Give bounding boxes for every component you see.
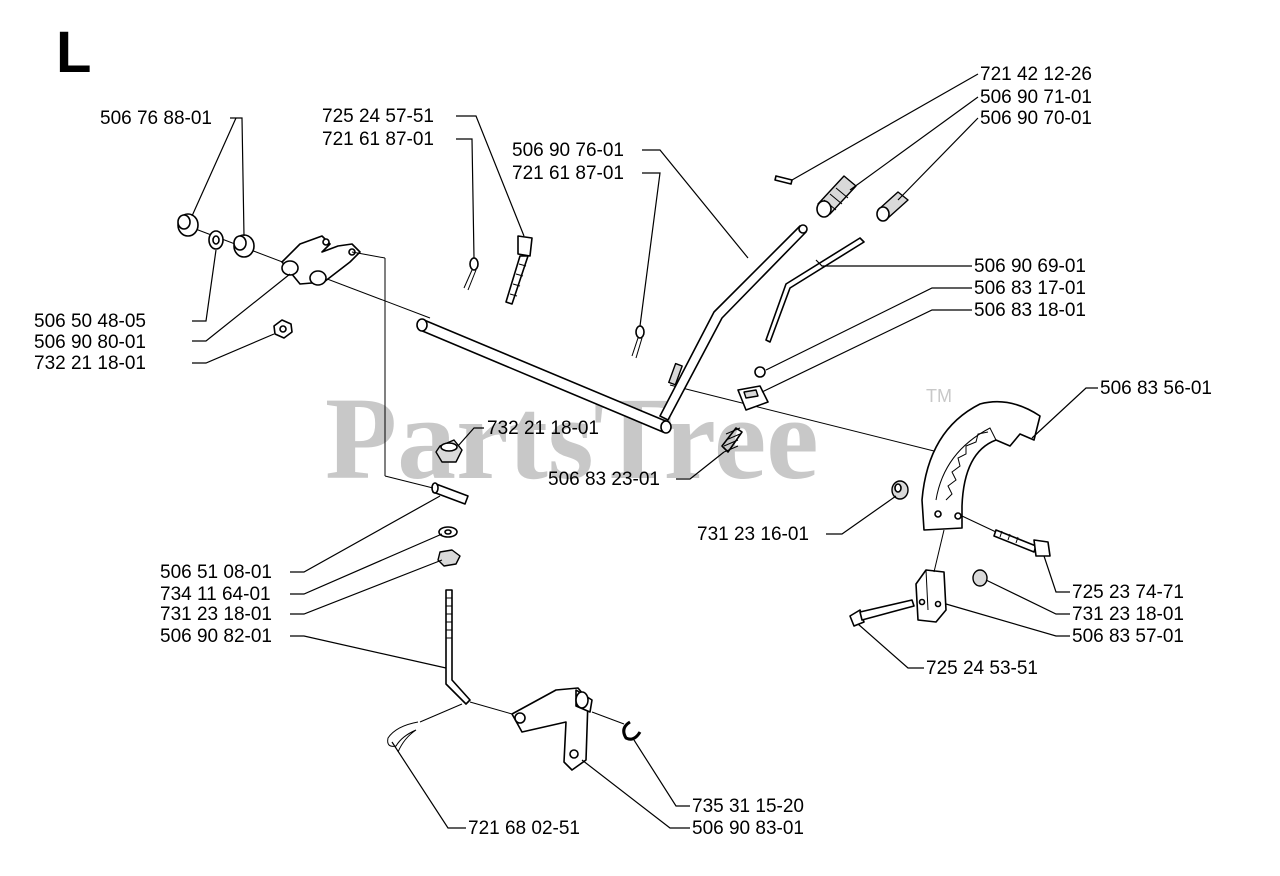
bushing-part bbox=[233, 234, 255, 258]
clamp-block-part bbox=[915, 569, 947, 623]
part-label[interactable]: 725 24 57-51 bbox=[322, 106, 434, 127]
parts-drawing bbox=[177, 175, 1051, 771]
lever-arm-part bbox=[511, 687, 593, 771]
bolt-part bbox=[505, 235, 533, 305]
watermark-text: PartsTree bbox=[325, 373, 819, 504]
part-label[interactable]: 506 50 48-05 bbox=[34, 311, 146, 332]
part-label[interactable]: 731 23 16-01 bbox=[697, 524, 809, 545]
leader-lines bbox=[191, 73, 1098, 829]
washer-part bbox=[438, 526, 458, 538]
part-label[interactable]: 725 24 53-51 bbox=[926, 658, 1038, 679]
lever-rod-part bbox=[765, 237, 865, 343]
bushing-part bbox=[177, 213, 199, 237]
part-label[interactable]: 721 68 02-51 bbox=[468, 818, 580, 839]
part-label[interactable]: 721 42 12-26 bbox=[980, 64, 1092, 85]
part-label[interactable]: 506 90 76-01 bbox=[512, 140, 624, 161]
part-label[interactable]: 725 23 74-71 bbox=[1072, 582, 1184, 603]
part-label[interactable]: 735 31 15-20 bbox=[692, 796, 804, 817]
part-label[interactable]: 721 61 87-01 bbox=[512, 163, 624, 184]
part-label[interactable]: 506 83 57-01 bbox=[1072, 626, 1184, 647]
part-label[interactable]: 506 90 83-01 bbox=[692, 818, 804, 839]
nut-part bbox=[435, 439, 463, 463]
part-label[interactable]: 732 21 18-01 bbox=[34, 353, 146, 374]
circlip-part bbox=[622, 720, 642, 741]
latch-block-part bbox=[737, 385, 769, 411]
part-label[interactable]: 734 11 64-01 bbox=[160, 584, 271, 605]
nut-part bbox=[273, 319, 293, 339]
part-label[interactable]: 731 23 18-01 bbox=[1072, 604, 1184, 625]
part-label[interactable]: 731 23 18-01 bbox=[160, 604, 272, 625]
knob-part bbox=[754, 366, 766, 378]
watermark-trademark: TM bbox=[926, 386, 952, 406]
part-label[interactable]: 732 21 18-01 bbox=[487, 418, 599, 439]
part-label[interactable]: 506 76 88-01 bbox=[100, 108, 212, 129]
cotter-pin-part bbox=[463, 257, 479, 291]
part-label[interactable]: 506 83 56-01 bbox=[1100, 378, 1212, 399]
gear-segment-part bbox=[921, 400, 1041, 531]
grip-part bbox=[876, 191, 909, 222]
part-label[interactable]: 506 51 08-01 bbox=[160, 562, 272, 583]
part-label[interactable]: 506 90 82-01 bbox=[160, 626, 272, 647]
washer-part bbox=[208, 230, 224, 250]
nut-part bbox=[972, 569, 988, 587]
link-pin-part bbox=[431, 482, 469, 505]
part-label[interactable]: 506 90 71-01 bbox=[980, 87, 1092, 108]
part-label[interactable]: 506 90 70-01 bbox=[980, 108, 1092, 129]
part-label[interactable]: 721 61 87-01 bbox=[322, 129, 434, 150]
grip-part bbox=[816, 175, 857, 218]
part-label[interactable]: 506 83 23-01 bbox=[548, 469, 660, 490]
part-labels: 721 42 12-26 506 90 71-01 506 90 70-01 5… bbox=[34, 64, 1212, 839]
bolt-part bbox=[993, 529, 1051, 557]
bracket-part bbox=[281, 235, 361, 286]
shaft-part bbox=[416, 318, 672, 434]
part-label[interactable]: 506 90 80-01 bbox=[34, 332, 146, 353]
cotter-pin-part bbox=[631, 325, 645, 359]
part-label[interactable]: 506 90 69-01 bbox=[974, 256, 1086, 277]
hairpin-clip-part bbox=[387, 721, 419, 753]
nut-part bbox=[437, 549, 461, 567]
part-label[interactable]: 506 83 18-01 bbox=[974, 300, 1086, 321]
part-label[interactable]: 506 83 17-01 bbox=[974, 278, 1086, 299]
handle-part bbox=[659, 224, 808, 421]
threaded-rod-part bbox=[445, 589, 471, 705]
pin-part bbox=[774, 175, 793, 185]
nut-part bbox=[891, 480, 909, 500]
bolt-part bbox=[849, 599, 915, 627]
section-letter: L bbox=[56, 20, 91, 85]
spring-part bbox=[721, 427, 743, 453]
